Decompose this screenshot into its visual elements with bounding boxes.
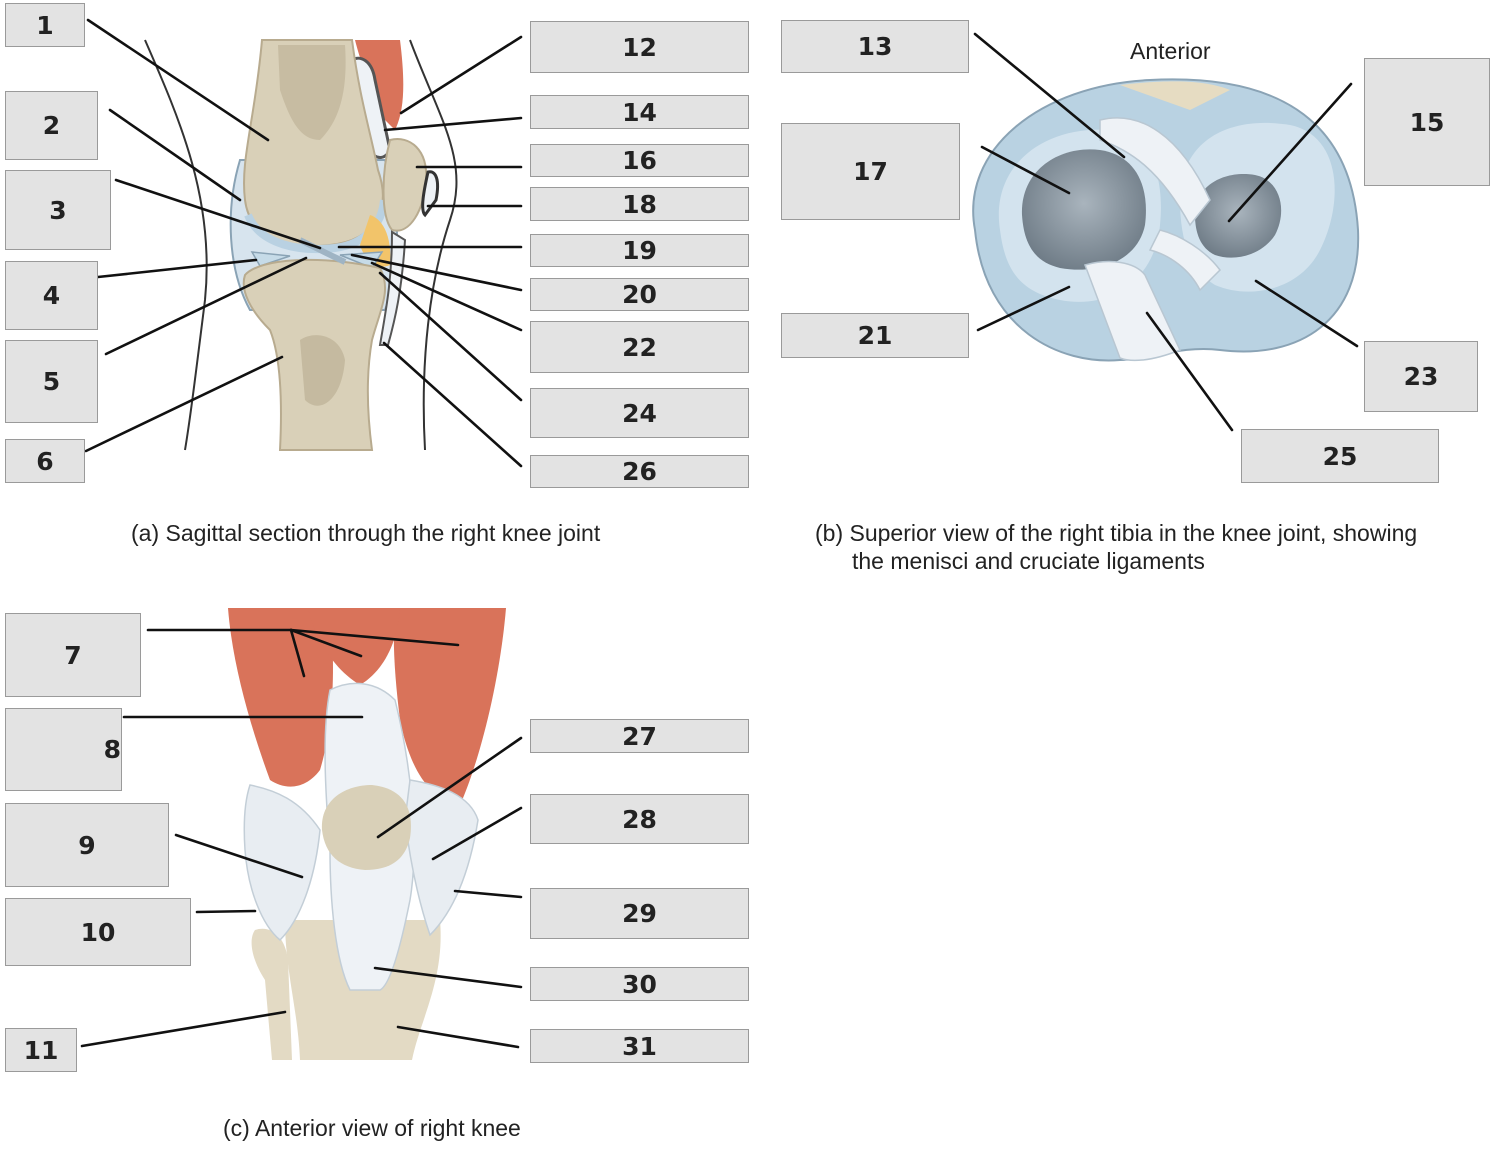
label-28[interactable]: 28: [530, 794, 749, 844]
label-14[interactable]: 14: [530, 95, 749, 129]
label-22[interactable]: 22: [530, 321, 749, 373]
label-1[interactable]: 1: [5, 3, 85, 47]
sagittal-section-illustration: [144, 39, 458, 451]
anterior-knee-illustration: [228, 608, 506, 1060]
femur-marrow: [278, 45, 346, 140]
label-16[interactable]: 16: [530, 144, 749, 177]
tibial-plateau-illustration: [972, 78, 1360, 362]
leader-lines: [80, 18, 1359, 1049]
label-11[interactable]: 11: [5, 1028, 77, 1072]
fibula-bone: [251, 928, 292, 1060]
label-5[interactable]: 5: [5, 340, 98, 423]
anterior-cruciate-ligament: [1099, 117, 1211, 227]
label-4[interactable]: 4: [5, 261, 98, 330]
lateral-condyle-surface: [1195, 174, 1282, 258]
rectus-femoris-muscle: [308, 608, 400, 685]
caption-c: (c) Anterior view of right knee: [223, 1115, 521, 1141]
medial-condyle-surface: [1021, 149, 1146, 270]
label-21[interactable]: 21: [781, 313, 969, 358]
label-23[interactable]: 23: [1364, 341, 1478, 412]
label-13[interactable]: 13: [781, 20, 969, 73]
label-26[interactable]: 26: [530, 455, 749, 488]
label-15[interactable]: 15: [1364, 58, 1490, 186]
label-3[interactable]: 3: [5, 170, 111, 250]
label-8[interactable]: 8: [5, 708, 122, 791]
anterior-label: Anterior: [1130, 38, 1211, 64]
lateral-retinaculum: [243, 784, 321, 942]
patella-bone: [382, 138, 428, 232]
label-10[interactable]: 10: [5, 898, 191, 966]
vastus-lateralis-muscle: [228, 608, 333, 787]
skin-outline: [144, 39, 208, 451]
skin-outline-back: [409, 39, 458, 451]
label-24[interactable]: 24: [530, 388, 749, 438]
label-17[interactable]: 17: [781, 123, 960, 220]
posterior-cruciate-ligament: [1084, 260, 1182, 362]
caption-b-line2: the menisci and cruciate ligaments: [852, 548, 1205, 574]
transverse-ligament: [1148, 229, 1221, 292]
label-9[interactable]: 9: [5, 803, 169, 887]
label-18[interactable]: 18: [530, 187, 749, 221]
label-29[interactable]: 29: [530, 888, 749, 939]
bone-rim: [1120, 81, 1230, 110]
label-19[interactable]: 19: [530, 234, 749, 267]
label-2[interactable]: 2: [5, 91, 98, 160]
label-7[interactable]: 7: [5, 613, 141, 697]
vastus-medialis-muscle: [393, 608, 506, 805]
label-20[interactable]: 20: [530, 278, 749, 311]
caption-b-line1: (b) Superior view of the right tibia in …: [815, 520, 1418, 546]
tibia-marrow: [300, 335, 345, 406]
label-31[interactable]: 31: [530, 1029, 749, 1063]
label-25[interactable]: 25: [1241, 429, 1439, 483]
prepatellar-bursa: [421, 170, 440, 218]
caption-a: (a) Sagittal section through the right k…: [131, 520, 601, 546]
medial-retinaculum: [404, 779, 479, 937]
label-6[interactable]: 6: [5, 439, 85, 483]
label-27[interactable]: 27: [530, 719, 749, 753]
label-12[interactable]: 12: [530, 21, 749, 73]
patella-anterior: [321, 785, 411, 870]
label-30[interactable]: 30: [530, 967, 749, 1001]
